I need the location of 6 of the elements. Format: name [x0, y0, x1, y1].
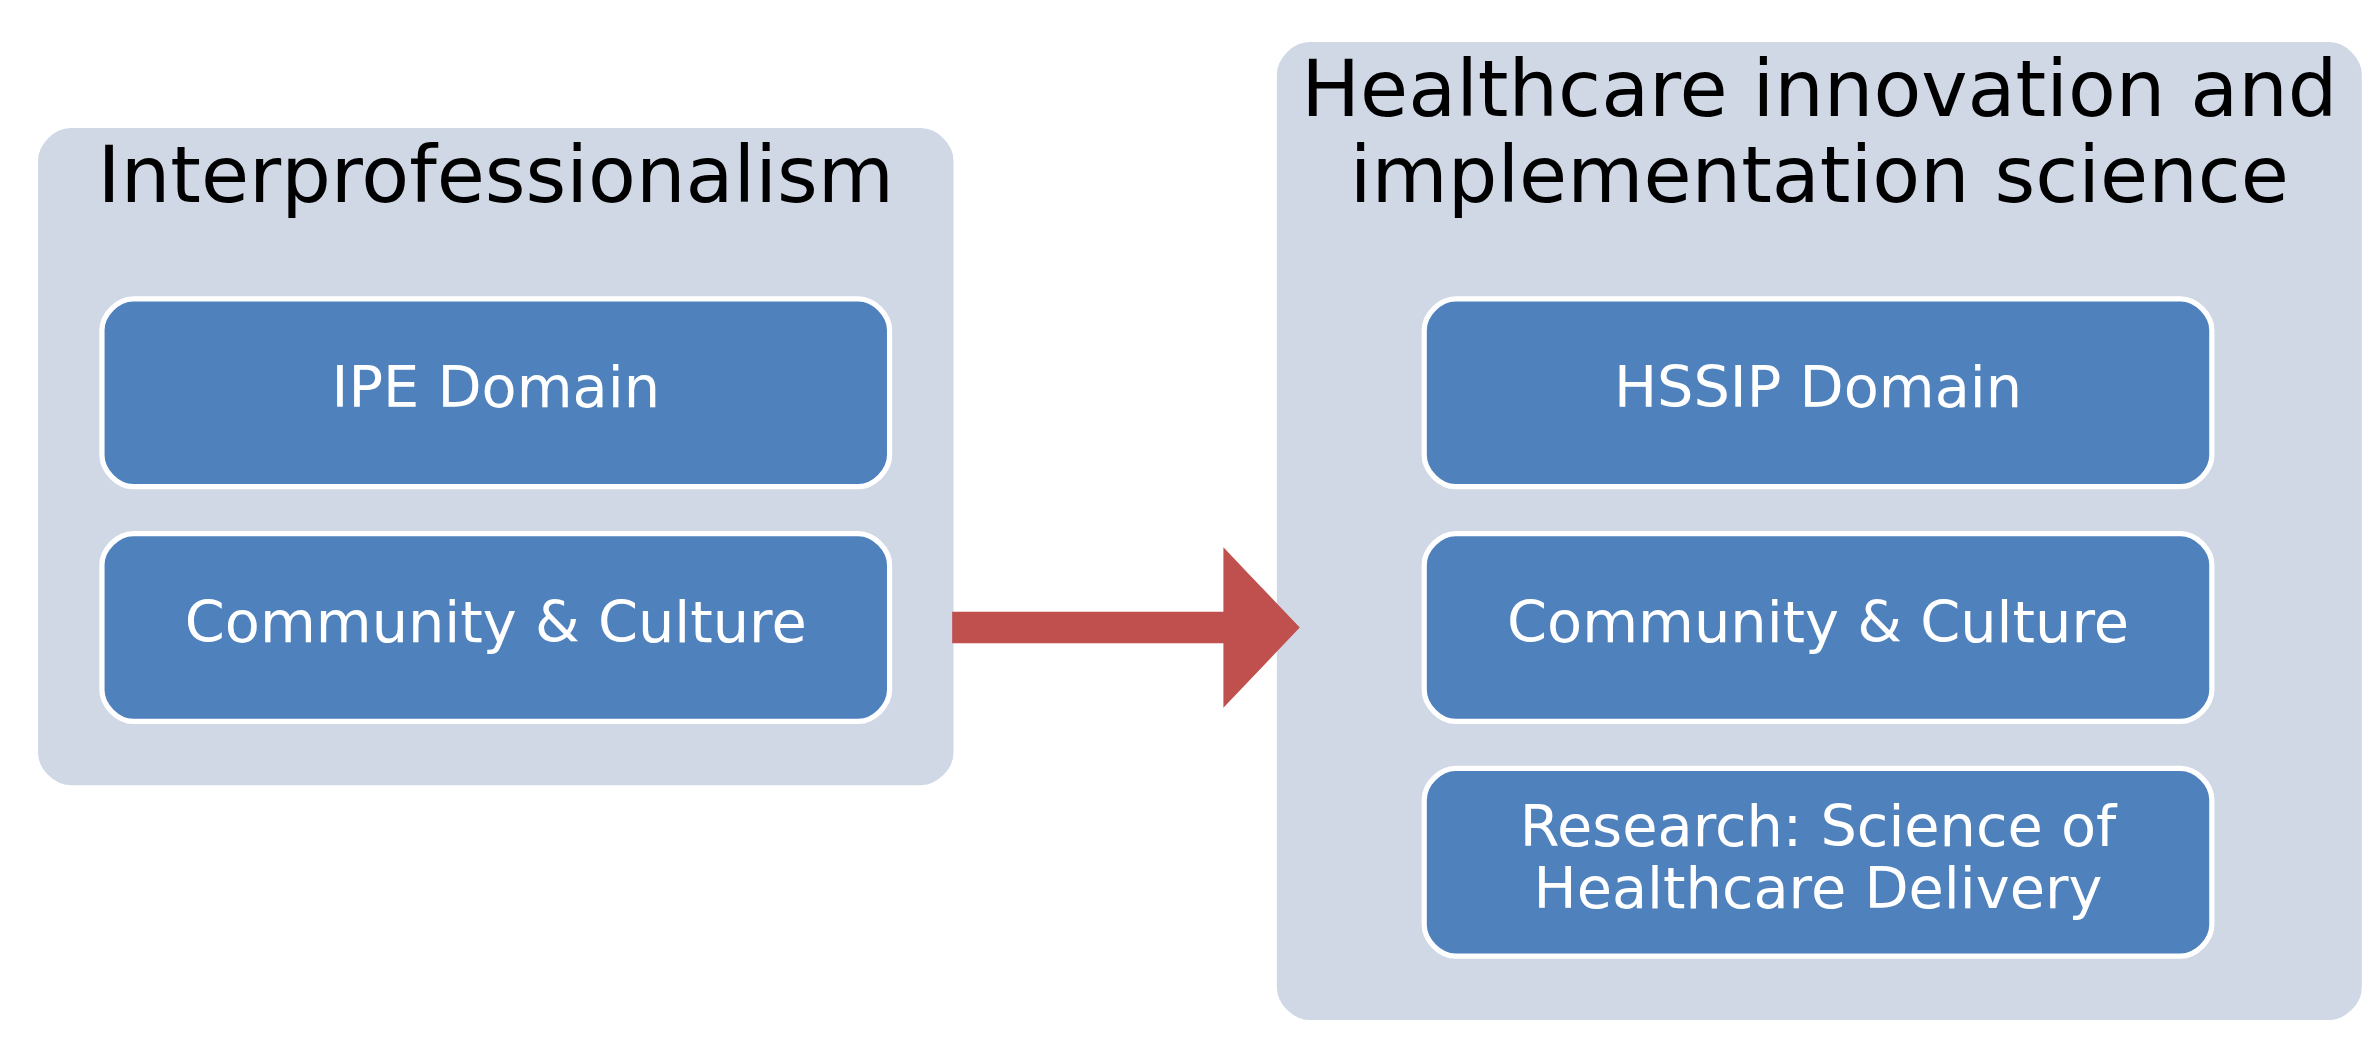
node-box: Community & Culture — [99, 530, 893, 724]
node-box: HSSIP Domain — [1421, 295, 2215, 489]
node-box: Community & Culture — [1421, 530, 2215, 724]
arrow — [952, 546, 1300, 708]
node-box: Research: Science of Healthcare Delivery — [1421, 765, 2215, 959]
node-box: IPE Domain — [99, 295, 893, 489]
